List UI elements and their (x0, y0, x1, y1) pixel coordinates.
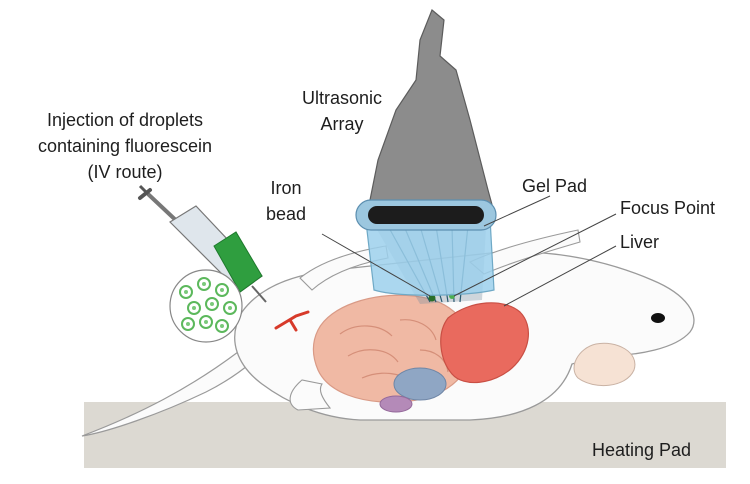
mouse-front-paw (574, 343, 635, 385)
gel-pad-label: Gel Pad (522, 176, 587, 196)
iron-bead-label-line1: Iron (270, 178, 301, 198)
injection-label-line3: (IV route) (87, 162, 162, 182)
liver-label: Liver (620, 232, 659, 252)
transducer-face (368, 206, 484, 224)
injection-label-line1: Injection of droplets (47, 110, 203, 130)
focus-point-label: Focus Point (620, 198, 715, 218)
bladder (380, 396, 412, 412)
droplet-callout (170, 270, 242, 342)
heating-pad-label: Heating Pad (592, 440, 691, 460)
stomach (394, 368, 446, 400)
iron-bead-label-line2: bead (266, 204, 306, 224)
ultrasonic-array-label-line1: Ultrasonic (302, 88, 382, 108)
ultrasonic-array-label-line2: Array (320, 114, 363, 134)
injection-label-line2: containing fluorescein (38, 136, 212, 156)
mouse-eye (651, 313, 665, 323)
ultrasonic-array-housing (366, 10, 494, 220)
